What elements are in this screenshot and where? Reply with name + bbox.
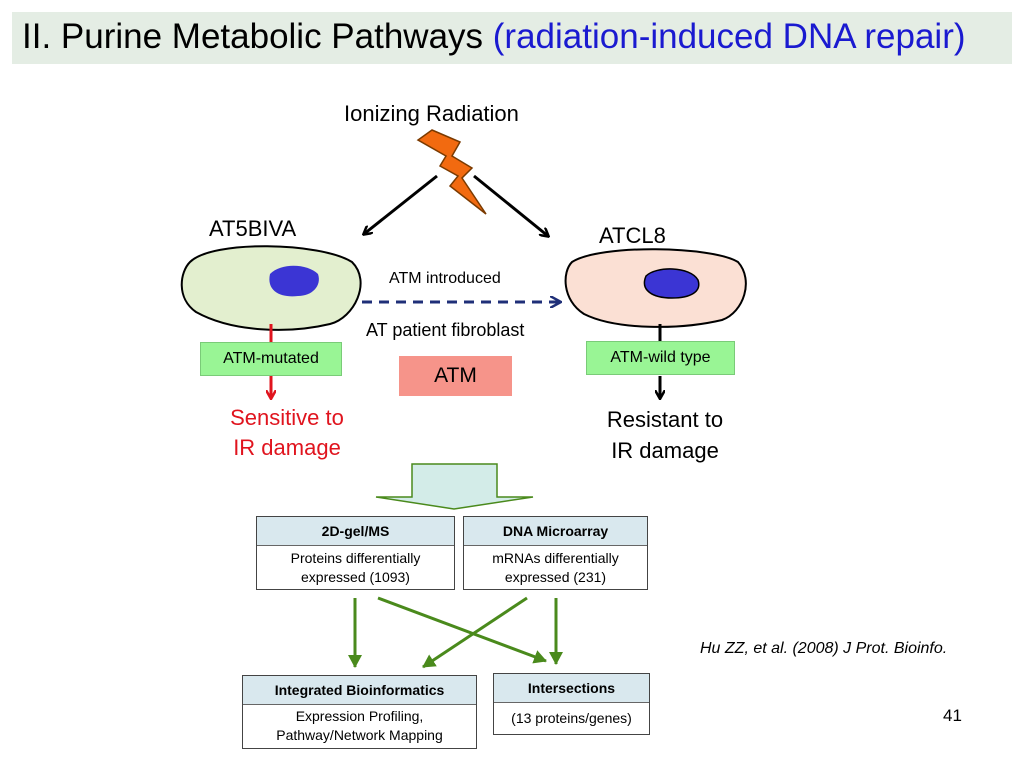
resistant-line2: IR damage — [611, 438, 719, 463]
intersections-line1: (13 proteins/genes) — [511, 710, 632, 726]
page-number: 41 — [943, 706, 962, 725]
microarray-line1: mRNAs differentially — [492, 550, 619, 566]
left-nucleus — [269, 265, 319, 297]
left-status-box: ATM-mutated — [200, 342, 342, 376]
gel-ms-card: 2D-gel/MS Proteins differentially expres… — [256, 516, 455, 590]
bioinformatics-title: Integrated Bioinformatics — [243, 676, 476, 705]
gel-ms-title: 2D-gel/MS — [257, 517, 454, 546]
bioinformatics-line1: Expression Profiling, — [295, 708, 424, 724]
intersections-body: (13 proteins/genes) — [494, 703, 649, 728]
page-title: II. Purine Metabolic Pathways (radiation… — [22, 14, 966, 60]
fibroblast-label: AT patient fibroblast — [366, 320, 525, 340]
left-cell — [180, 245, 362, 331]
title-subtitle: (radiation-induced DNA repair) — [492, 17, 966, 56]
title-bar — [12, 12, 1012, 64]
right-status-box: ATM-wild type — [586, 341, 735, 375]
radiation-arrow-right — [473, 174, 548, 236]
intersections-title: Intersections — [494, 674, 649, 703]
bioinformatics-line2: Pathway/Network Mapping — [276, 727, 443, 743]
gel-ms-line2: expressed (1093) — [301, 569, 410, 585]
microarray-title: DNA Microarray — [464, 517, 647, 546]
microarray-body: mRNAs differentially expressed (231) — [464, 546, 647, 587]
microarray-card: DNA Microarray mRNAs differentially expr… — [463, 516, 648, 590]
sensitive-line1: Sensitive to — [230, 405, 344, 430]
left-cell-name: AT5BIVA — [209, 216, 297, 241]
bioinformatics-card: Integrated Bioinformatics Expression Pro… — [242, 675, 477, 749]
radiation-arrow-left — [364, 174, 438, 234]
title-main: II. Purine Metabolic Pathways — [22, 17, 493, 56]
resistant-outcome: Resistant to IR damage — [584, 404, 746, 466]
radiation-label: Ionizing Radiation — [344, 101, 519, 126]
right-nucleus — [643, 268, 700, 299]
flow-gel-to-intersections — [377, 596, 547, 664]
resistant-line1: Resistant to — [606, 407, 724, 432]
bioinformatics-body: Expression Profiling, Pathway/Network Ma… — [243, 705, 476, 745]
atm-box: ATM — [399, 356, 512, 396]
right-cell-name: ATCL8 — [599, 223, 666, 248]
intersections-card: Intersections (13 proteins/genes) — [493, 673, 650, 735]
lightning-icon — [416, 129, 487, 215]
big-down-arrow — [375, 463, 534, 510]
gel-ms-line1: Proteins differentially — [290, 550, 421, 566]
atm-introduced-label: ATM introduced — [389, 270, 501, 287]
sensitive-line2: IR damage — [233, 435, 341, 460]
microarray-line2: expressed (231) — [504, 569, 607, 585]
citation: Hu ZZ, et al. (2008) J Prot. Bioinfo. — [700, 640, 948, 657]
gel-ms-body: Proteins differentially expressed (1093) — [257, 546, 454, 587]
sensitive-outcome: Sensitive to IR damage — [206, 403, 368, 463]
flow-array-to-bioinfo — [422, 596, 528, 669]
